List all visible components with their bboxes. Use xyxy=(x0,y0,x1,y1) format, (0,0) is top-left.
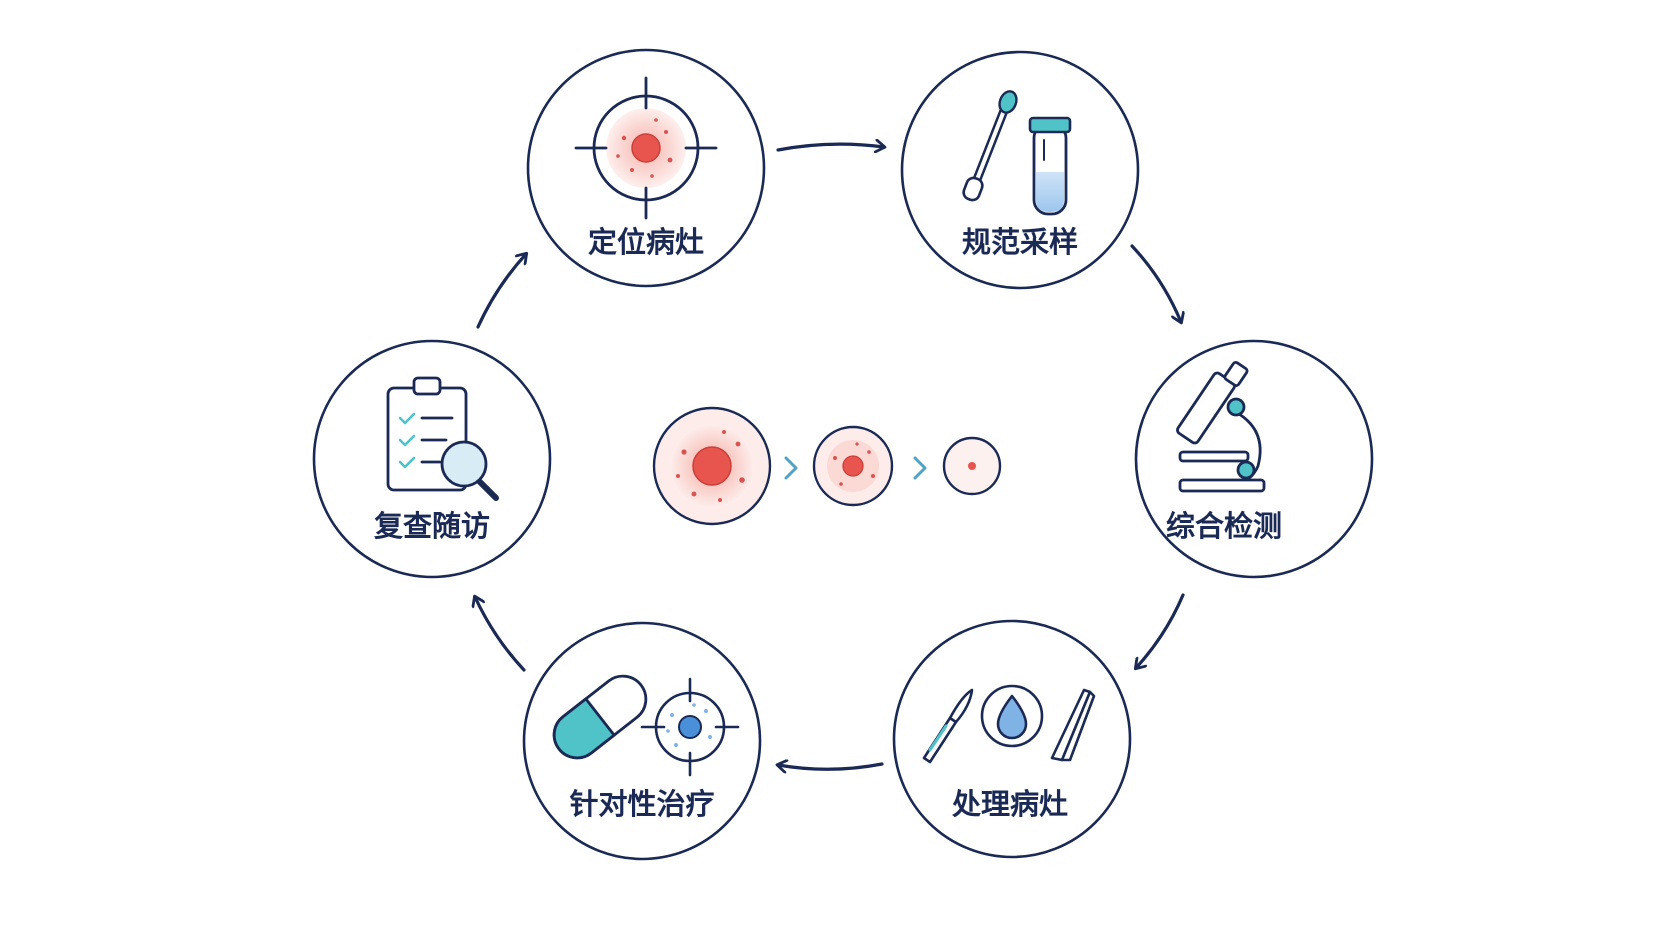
arrow-testing-to-treat xyxy=(1136,593,1185,668)
capsule-and-target-icon xyxy=(552,674,740,777)
node-label-treat: 处理病灶 xyxy=(951,787,1068,821)
node-labels: 定位病灶 规范采样 综合检测 处理病灶 针对性治疗 复查随访 xyxy=(374,225,1282,821)
lesion-stage-small xyxy=(942,436,1002,496)
scalpel-drop-tweezers-icon xyxy=(922,684,1096,764)
microscope-icon xyxy=(1176,361,1266,493)
arrow-treat-to-therapy xyxy=(778,764,884,769)
swab-and-test-tube-icon xyxy=(962,90,1072,216)
clipboard-magnifier-icon xyxy=(386,376,499,501)
node-label-therapy: 针对性治疗 xyxy=(569,787,714,821)
node-circle-therapy xyxy=(522,621,762,861)
stage-arrow-2 xyxy=(913,456,927,480)
node-label-sampling: 规范采样 xyxy=(962,225,1078,259)
node-label-locate: 定位病灶 xyxy=(588,225,704,259)
lesion-shrinking-icon xyxy=(652,406,1002,526)
crosshair-lesion-icon xyxy=(574,76,718,220)
node-circle-testing xyxy=(1134,339,1374,579)
arrow-sampling-to-testing xyxy=(1130,244,1181,322)
arrow-locate-to-sampling xyxy=(776,144,884,150)
node-label-followup: 复查随访 xyxy=(374,509,490,543)
node-circle-sampling xyxy=(900,50,1140,290)
arrow-followup-to-locate xyxy=(476,254,526,329)
node-circles xyxy=(312,48,1374,861)
lesion-stage-medium xyxy=(812,425,894,507)
cycle-arrows xyxy=(475,144,1183,769)
lesion-stage-large xyxy=(652,406,772,526)
arrow-therapy-to-followup xyxy=(475,597,526,672)
stage-arrow-1 xyxy=(784,456,798,480)
node-label-testing: 综合检测 xyxy=(1166,509,1282,543)
